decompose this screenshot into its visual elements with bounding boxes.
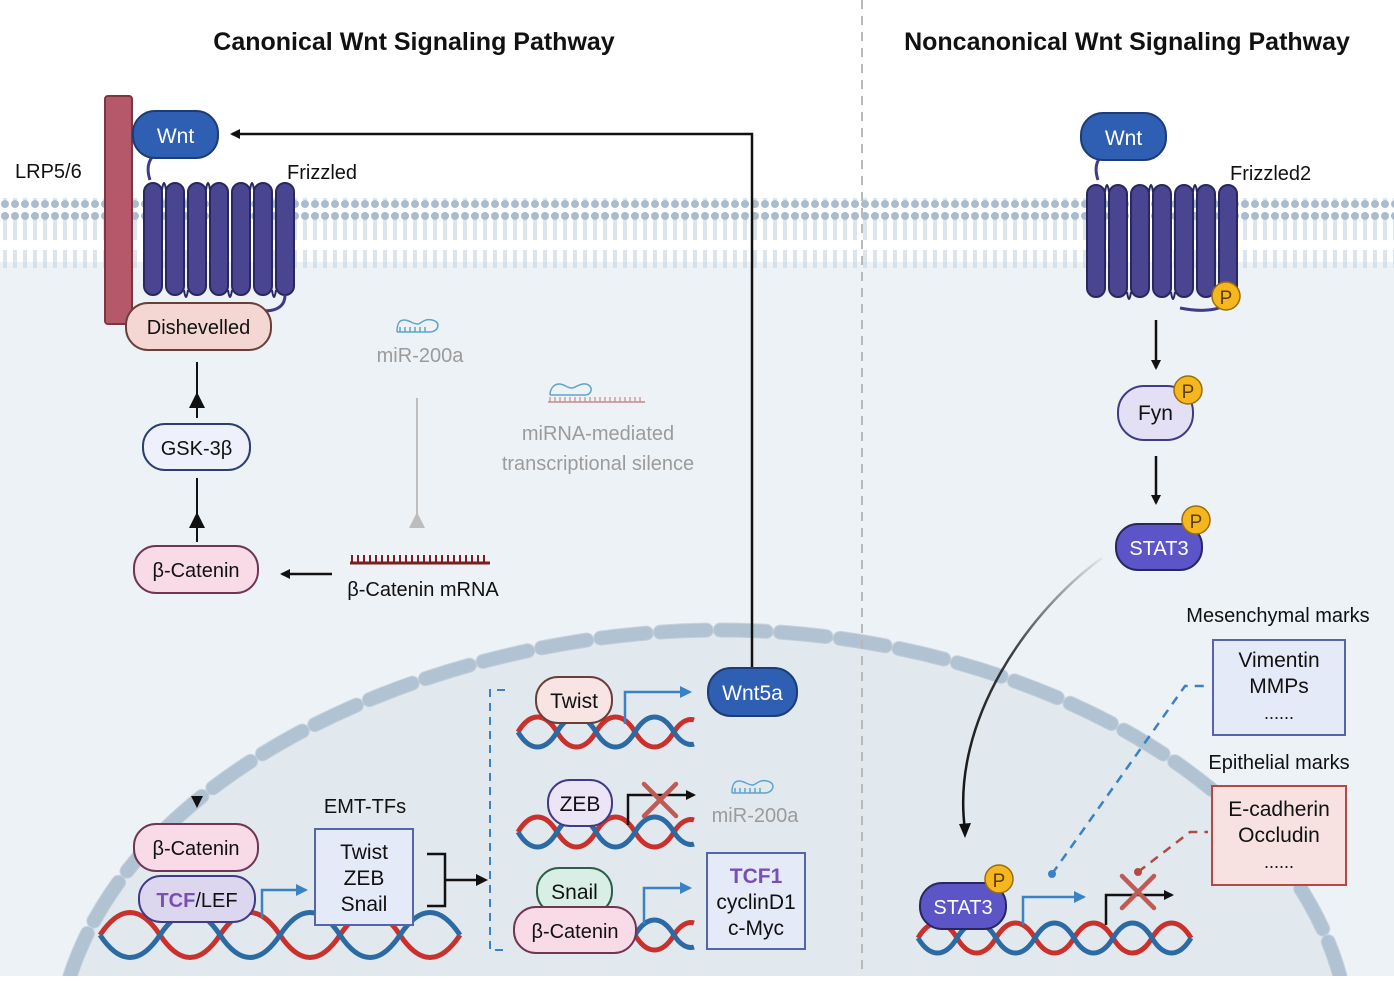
mesenchymal-mmps: MMPs (1249, 675, 1309, 698)
bcatenin-node (133, 545, 259, 594)
bcatenin-label: β-Catenin (152, 560, 239, 582)
tcf-lef-node (138, 875, 256, 923)
snail-bcatenin-node (513, 906, 637, 954)
zeb-transcription-arrow (626, 790, 696, 825)
epithelial-ecadherin: E-cadherin (1228, 798, 1330, 821)
tcf-lef-text: TCF/LEF (156, 890, 237, 912)
dna-main (97, 910, 463, 960)
emt-item-twist: Twist (340, 841, 388, 864)
mirna-silence-icon (548, 383, 645, 403)
noncanonical-title: Noncanonical Wnt Signaling Pathway (904, 28, 1350, 56)
emt-bracket (427, 852, 480, 908)
wnt5a-feedback-arrow (230, 129, 754, 676)
stat3-translocation-arrow (962, 556, 1103, 831)
silence-line2: transcriptional silence (502, 453, 694, 475)
snail-label: Snail (551, 881, 598, 904)
frizzled2-p: P (1220, 288, 1233, 309)
nuclear-stat3-phospho-icon (984, 864, 1014, 894)
frizzled-label: Frizzled (287, 162, 357, 184)
mirna-hairpin-icon (396, 318, 439, 333)
stat3-activation-arrow (1021, 891, 1086, 925)
zeb-label: ZEB (560, 793, 601, 816)
wnt5a-label: Wnt5a (722, 682, 783, 705)
dna-twist (515, 714, 695, 750)
mesenchymal-vimentin: Vimentin (1238, 649, 1319, 672)
mesenchymal-box (1212, 639, 1346, 736)
snail-transcription-arrow (642, 882, 692, 924)
mrna-label: β-Catenin mRNA (347, 579, 499, 601)
epithelial-occludin: Occludin (1238, 824, 1320, 847)
nuclear-bcatenin-node (133, 823, 259, 872)
emt-tfs-label: EMT-TFs (324, 796, 406, 818)
mir-label: miR-200a (377, 345, 465, 367)
twist-transcription-arrow (623, 686, 692, 724)
frizzled2-phospho-icon (1211, 281, 1241, 311)
target-tcf1: TCF1 (730, 865, 783, 888)
target-genes-box (706, 852, 806, 950)
gsk-label: GSK-3β (161, 438, 233, 460)
epithelial-link (1137, 830, 1208, 873)
frizzled2-label: Frizzled2 (1230, 163, 1311, 185)
mrna-strand (350, 555, 490, 565)
frizzled-receptor (143, 148, 295, 313)
epithelial-box (1211, 785, 1347, 886)
wnt-label: Wnt (157, 125, 195, 148)
dna-noncanonical (915, 920, 1194, 956)
frizzled2-receptor (1086, 150, 1238, 312)
epithelial-block-x-icon (1119, 873, 1157, 911)
epithelial-transcription-arrow (1104, 890, 1174, 925)
dishevelled-label: Dishevelled (147, 317, 250, 339)
stat3-phospho-icon (1181, 505, 1211, 535)
canonical-title: Canonical Wnt Signaling Pathway (213, 28, 615, 56)
snail-bcatenin-label: β-Catenin (531, 921, 618, 943)
epithelial-more: ...... (1264, 852, 1294, 872)
lrp-receptor (104, 95, 133, 325)
target-cyclind1: cyclinD1 (716, 891, 795, 914)
mesenchymal-title: Mesenchymal marks (1186, 605, 1369, 627)
dishevelled-node (125, 302, 272, 351)
nc-wnt-ligand (1080, 112, 1167, 161)
zeb-block-x-icon (641, 781, 679, 819)
tcf-label: TCF (156, 890, 195, 912)
epithelial-title: Epithelial marks (1208, 752, 1349, 774)
fyn-phospho-icon (1173, 375, 1203, 405)
stat3-label: STAT3 (1129, 538, 1188, 560)
nuclear-stat3-node (919, 882, 1007, 930)
stat3-p: P (1190, 512, 1203, 533)
twist-node (535, 676, 613, 724)
emt-tfs-box (314, 828, 414, 926)
twist-label: Twist (550, 690, 598, 713)
target-cmyc: c-Myc (728, 917, 784, 940)
stat3-node (1115, 523, 1203, 571)
nuclear-stat3-label: STAT3 (933, 897, 992, 919)
lef-label: /LEF (195, 890, 237, 912)
silence-line1: miRNA-mediated (522, 423, 674, 445)
wnt-ligand (132, 110, 219, 159)
mesenchymal-more: ...... (1264, 703, 1294, 723)
zeb-node (547, 779, 613, 827)
nuclear-stat3-p: P (993, 871, 1006, 892)
emt-item-snail: Snail (341, 893, 388, 916)
dna-zeb (515, 814, 695, 850)
wnt5a-node (707, 667, 798, 717)
targets-bracket (489, 689, 505, 951)
fyn-node (1117, 385, 1194, 441)
emt-item-zeb: ZEB (344, 867, 385, 890)
nc-wnt-label: Wnt (1105, 127, 1143, 150)
fyn-p: P (1182, 382, 1195, 403)
nuclear-bcatenin-label: β-Catenin (152, 838, 239, 860)
zeb-mir-label: miR-200a (712, 805, 800, 827)
zeb-mir-hairpin-icon (731, 779, 774, 794)
tcf-transcription-arrow (260, 884, 308, 918)
fyn-label: Fyn (1138, 402, 1173, 425)
lrp-label: LRP5/6 (15, 161, 82, 183)
gsk-node (142, 423, 251, 471)
mesenchymal-link (1050, 684, 1208, 875)
